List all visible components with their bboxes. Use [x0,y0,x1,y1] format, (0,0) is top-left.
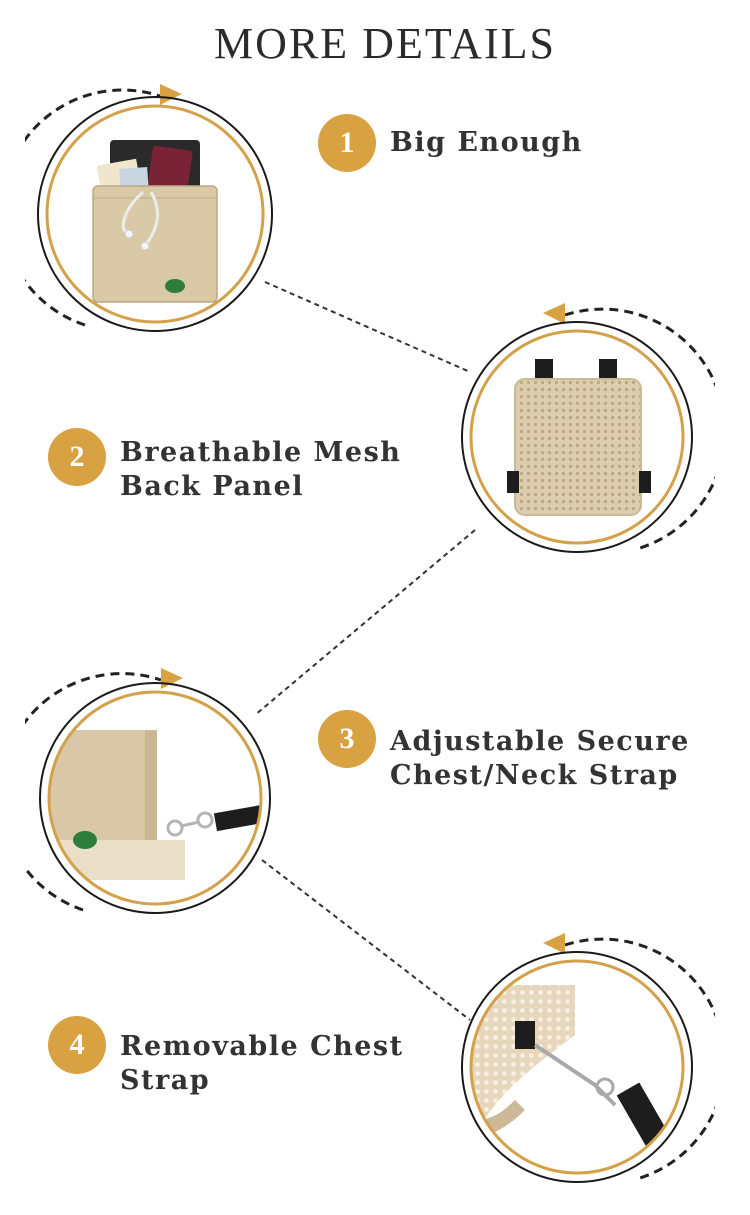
arrow-triangle-icon [160,84,182,105]
feature-number-badge: 4 [48,1016,106,1074]
feature-label: Removable Chest Strap [120,1031,404,1096]
photo-removable-strap [461,933,715,1183]
connector-dashed-line [254,529,476,716]
feature-label: Breathable Mesh Back Panel [120,437,402,502]
connector-dashed-line [261,859,471,1021]
dashed-arc-icon [25,88,161,327]
photo-big-enough [25,84,273,332]
feature-removable-strap: 4 Removable Chest Strap [48,1016,404,1098]
photo-adjustable-strap [25,668,271,914]
feature-number-badge: 1 [318,114,376,172]
feature-label: Big Enough [390,127,583,158]
connector-dashed-line [264,281,471,373]
photo-mesh-back-panel [461,303,715,553]
arrow-triangle-icon [543,303,565,324]
feature-big-enough: 1 Big Enough [318,114,583,172]
feature-adjustable-strap: 3 Adjustable Secure Chest/Neck Strap [318,710,690,793]
feature-label: Adjustable Secure Chest/Neck Strap [390,726,690,791]
arrow-triangle-icon [543,933,565,954]
feature-mesh-back-panel: 2 Breathable Mesh Back Panel [48,428,401,504]
dashed-arc-icon [25,672,162,912]
feature-number-badge: 3 [318,710,376,768]
feature-number-badge: 2 [48,428,106,486]
page-title: MORE DETAILS [214,19,556,68]
